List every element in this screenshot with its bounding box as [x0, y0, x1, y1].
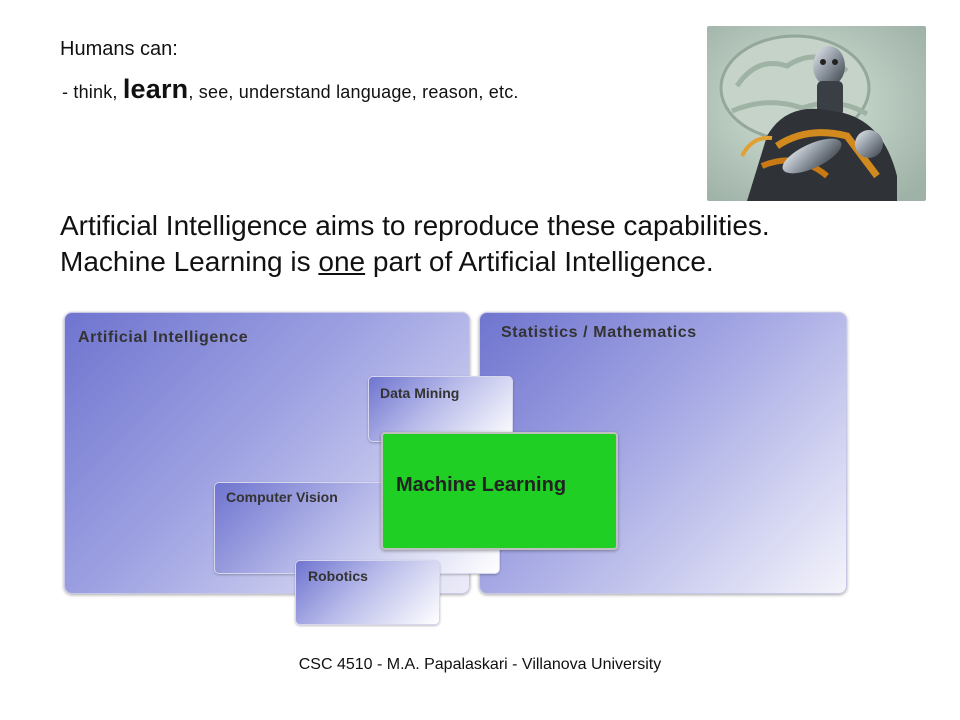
learn-emphasis: learn [122, 74, 189, 104]
capabilities-suffix: , see, understand language, reason, etc. [188, 82, 519, 102]
data-mining-label: Data Mining [380, 385, 460, 401]
ai-statement: Artificial Intelligence aims to reproduc… [60, 208, 770, 280]
humans-can-title: Humans can: [60, 38, 178, 60]
artificial-intelligence-label: Artificial Intelligence [78, 329, 249, 346]
statement-line-2: Machine Learning is one part of Artifici… [60, 244, 770, 280]
robot-brain-image [707, 26, 926, 201]
computer-vision-label: Computer Vision [226, 489, 338, 505]
robotics-label: Robotics [308, 568, 368, 584]
robot-icon [707, 26, 926, 201]
capabilities-prefix: - think, [62, 82, 123, 102]
statement-line-2-prefix: Machine Learning is [60, 246, 319, 277]
machine-learning-box [381, 432, 618, 550]
statement-line-1: Artificial Intelligence aims to reproduc… [60, 210, 770, 241]
human-capabilities-line: - think, learn, see, understand language… [62, 74, 519, 105]
statement-line-2-suffix: part of Artificial Intelligence. [365, 246, 714, 277]
machine-learning-label: Machine Learning [396, 474, 567, 496]
slide-footer: CSC 4510 - M.A. Papalaskari - Villanova … [298, 656, 662, 673]
statistics-mathematics-label: Statistics / Mathematics [501, 324, 697, 341]
robotics-box [295, 560, 440, 625]
one-emphasis: one [318, 246, 366, 277]
